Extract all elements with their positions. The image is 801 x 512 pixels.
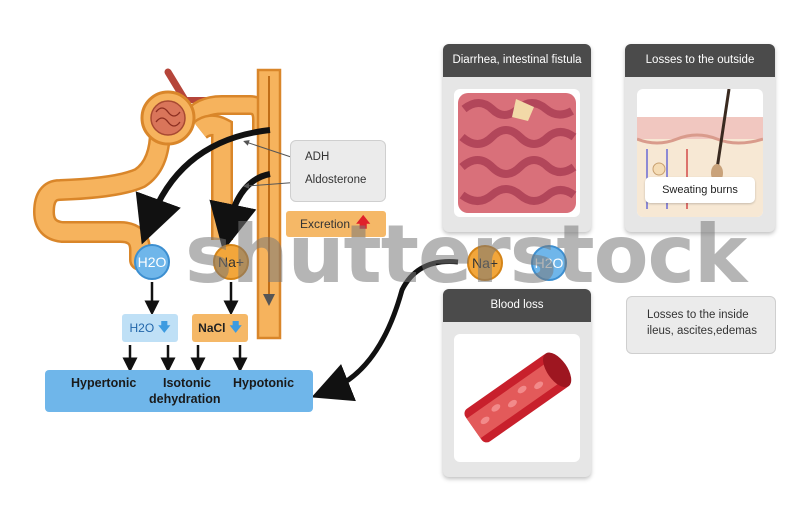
up-arrow-icon: 🡅 (356, 214, 371, 230)
diarrhea-card-title: Diarrhea, intestinal fistula (443, 44, 591, 77)
center-h2o-circle: H2O (531, 245, 567, 281)
inside-losses-line2: ileus, ascites,edemas (647, 325, 757, 337)
adh-label: ADH (305, 151, 330, 163)
sweating-label: Sweating burns (645, 177, 755, 203)
sodium-reabsorption-arrow (209, 171, 271, 252)
center-sodium-label: Na+ (471, 255, 499, 271)
center-h2o-label: H2O (534, 255, 564, 271)
excretion-box: Excretion 🡅 (286, 211, 386, 237)
h2o-decrease-box: H2O 🡇 (122, 314, 178, 342)
outside-losses-title: Losses to the outside (625, 44, 775, 77)
glomerulus (150, 100, 186, 136)
inside-losses-line1: Losses to the inside (647, 309, 749, 321)
hypotonic-label: Hypotonic (233, 376, 295, 390)
hormone-note-box: ADH Aldosterone (290, 140, 386, 202)
center-sodium-circle: Na+ (467, 245, 503, 281)
h2o-box-label: H2O (129, 321, 155, 335)
outside-losses-card: Losses to the outside Sweating burns (625, 44, 775, 232)
proximal-tubule (35, 121, 169, 269)
loop-tubule (194, 116, 231, 240)
sodium-circle-label: Na+ (217, 254, 245, 270)
blood-vessel-image (454, 334, 580, 462)
skin-image: Sweating burns (637, 89, 763, 217)
down-arrow-icon: 🡇 (158, 319, 171, 334)
losses-to-dehydration-arrow (311, 259, 459, 402)
inside-losses-box: Losses to the inside ileus, ascites,edem… (626, 296, 776, 354)
nacl-decrease-box: NaCl 🡇 (192, 314, 248, 342)
sodium-circle: Na+ (213, 244, 249, 280)
isotonic-label: Isotonic (163, 376, 211, 390)
excretion-label: Excretion (300, 217, 351, 231)
h2o-circle: H2O (134, 244, 170, 280)
hypertonic-label: Hypertonic (71, 376, 137, 390)
dehydration-types-bar: Hypertonic Isotonic dehydration Hypotoni… (45, 370, 313, 412)
dehydration-label: dehydration (149, 392, 221, 406)
blood-loss-card: Blood loss (443, 289, 591, 477)
blood-loss-title: Blood loss (443, 289, 591, 322)
down-arrow-icon: 🡇 (229, 319, 242, 334)
diarrhea-card: Diarrhea, intestinal fistula (443, 44, 591, 232)
water-reabsorption-arrow (135, 127, 271, 245)
intestine-image (454, 89, 580, 217)
h2o-circle-label: H2O (137, 254, 167, 270)
aldosterone-label: Aldosterone (305, 174, 367, 186)
nacl-box-label: NaCl (198, 321, 226, 335)
